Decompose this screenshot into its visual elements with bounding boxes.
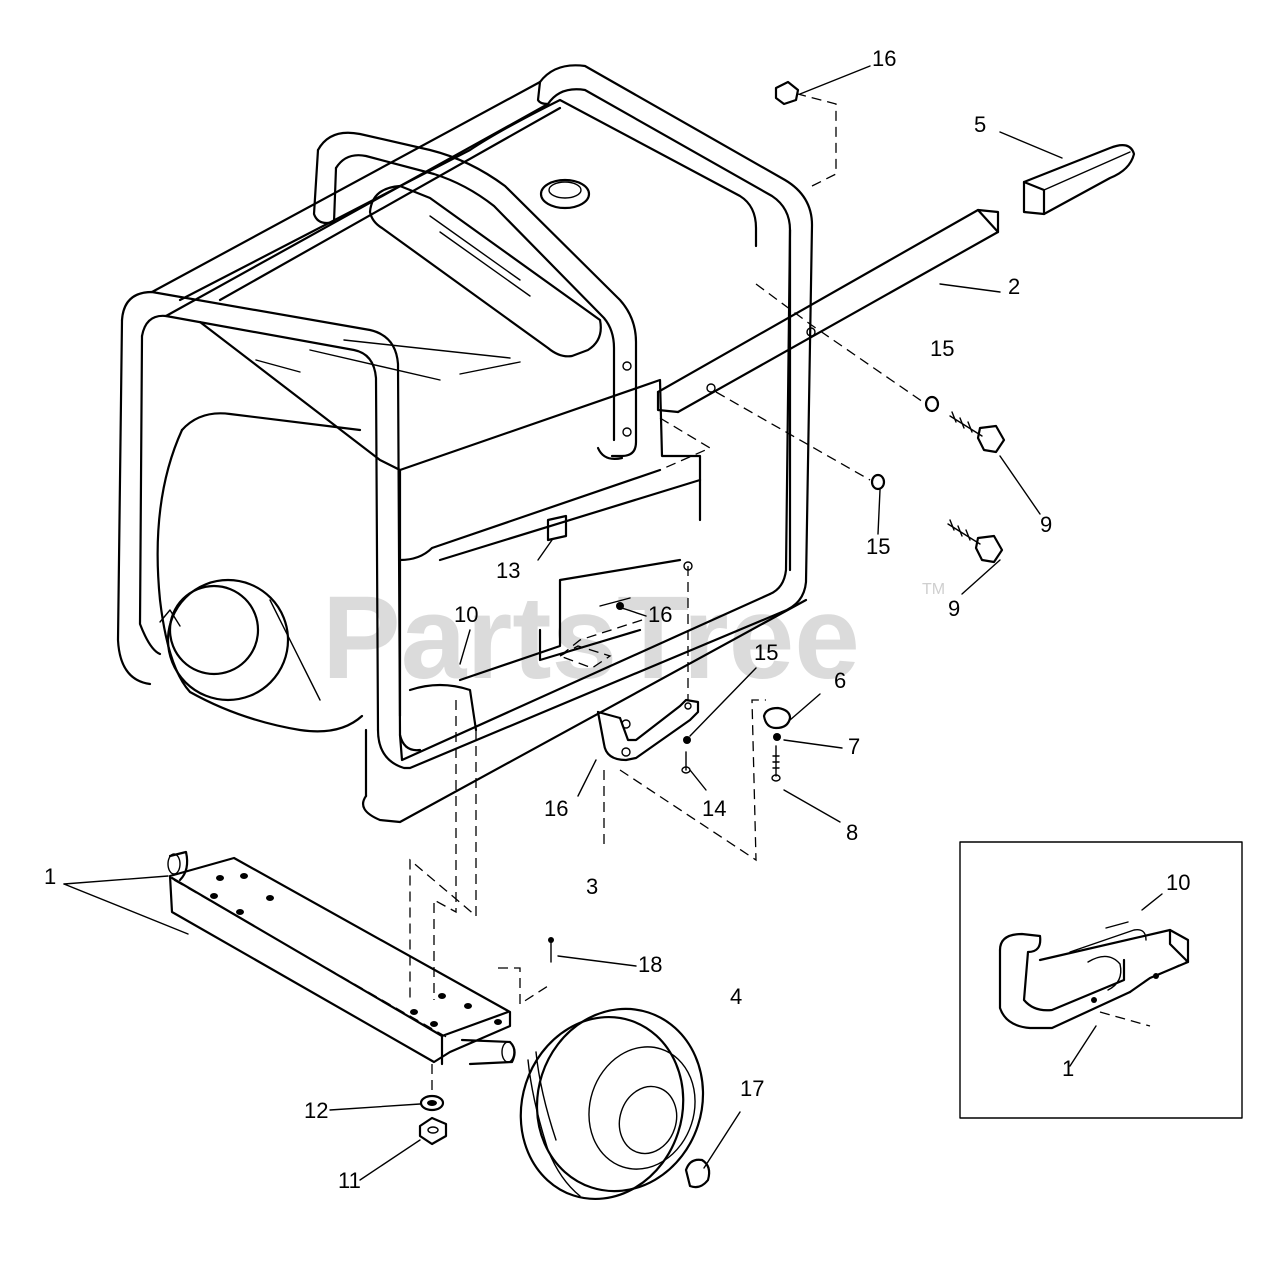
- alignment-lines: [173, 93, 927, 1096]
- callout-1: 1: [44, 864, 56, 889]
- watermark-trademark: TM: [922, 581, 945, 598]
- callout-16-mid: 16: [648, 602, 672, 627]
- callout-7: 7: [848, 734, 860, 759]
- callout-15-c: 15: [754, 640, 778, 665]
- generator-body: [156, 98, 758, 733]
- callout-6: 6: [834, 668, 846, 693]
- callout-10-inset: 10: [1166, 870, 1190, 895]
- support-leg-bracket: [558, 561, 792, 782]
- callout-2: 2: [1008, 274, 1020, 299]
- leader-lines: [63, 65, 1063, 1181]
- tubular-frame: [116, 64, 814, 824]
- callout-9-a: 9: [1040, 512, 1052, 537]
- callout-17: 17: [740, 1076, 764, 1101]
- callout-9-b: 9: [948, 596, 960, 621]
- callout-15-b: 15: [866, 534, 890, 559]
- handle-assembly: [656, 143, 1136, 414]
- callout-8: 8: [846, 820, 858, 845]
- callout-16-top: 16: [872, 46, 896, 71]
- callout-16-low: 16: [544, 796, 568, 821]
- callout-5: 5: [974, 112, 986, 137]
- callout-14: 14: [702, 796, 726, 821]
- nut-and-washer: [418, 1094, 448, 1146]
- callout-15-a: 15: [930, 336, 954, 361]
- callout-10: 10: [454, 602, 478, 627]
- callout-1-inset: 1: [1062, 1056, 1074, 1081]
- callout-18: 18: [638, 952, 662, 977]
- callout-3: 3: [586, 874, 598, 899]
- callout-12: 12: [304, 1098, 328, 1123]
- watermark-text: PartsTree: [322, 572, 860, 704]
- callout-labels: 16 5 2 15 9 15 9 13 16 10 15 6 7 14 16 8…: [44, 46, 1190, 1193]
- callout-13: 13: [496, 558, 520, 583]
- inset-detail-box: [959, 841, 1243, 1119]
- wheel-mounting-bracket: [167, 850, 516, 1066]
- callout-11: 11: [338, 1168, 361, 1193]
- callout-4: 4: [730, 984, 742, 1009]
- wheel: [519, 937, 711, 1201]
